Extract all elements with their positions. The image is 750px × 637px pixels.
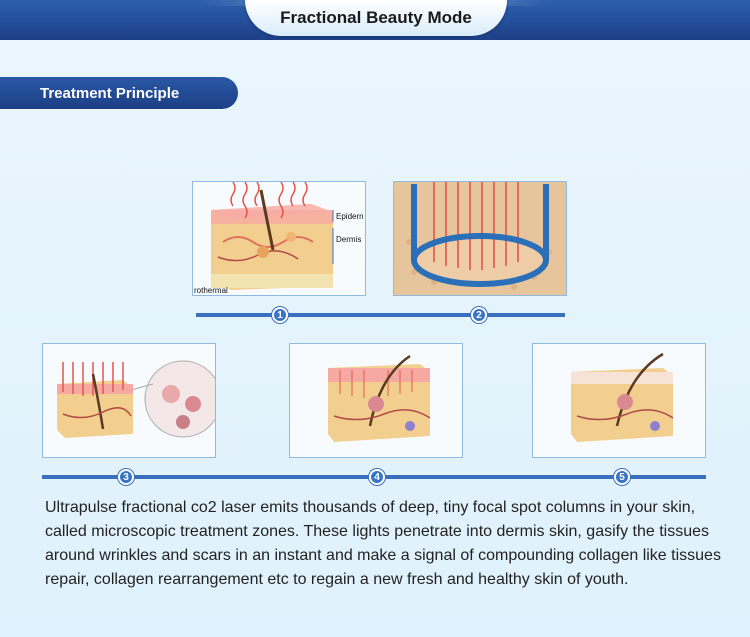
section-tab: Treatment Principle <box>0 77 238 109</box>
label-epidermis: Epidern <box>336 212 364 221</box>
diagram-panel-2 <box>393 181 567 296</box>
skin-diagram-4 <box>290 344 462 457</box>
page-title: Fractional Beauty Mode <box>280 8 472 27</box>
step-marker-2: 2 <box>471 307 487 323</box>
label-thermal: rothermal <box>194 286 228 295</box>
step-marker-3: 3 <box>118 469 134 485</box>
diagram-panel-1: Epidern Dermis rothermal <box>192 181 366 296</box>
skin-diagram-3 <box>43 344 215 457</box>
diagram-panel-4 <box>289 343 463 458</box>
step-marker-1: 1 <box>272 307 288 323</box>
skin-diagram-5 <box>533 344 705 457</box>
section-title: Treatment Principle <box>40 84 180 102</box>
step-marker-5: 5 <box>614 469 630 485</box>
header-bar: Fractional Beauty Mode <box>0 0 750 40</box>
diagram-panel-3 <box>42 343 216 458</box>
laser-handpiece-diagram <box>394 182 566 295</box>
diagram-panel-5 <box>532 343 706 458</box>
skin-diagram-1: Epidern Dermis rothermal <box>193 182 365 295</box>
label-dermis: Dermis <box>336 235 361 244</box>
title-tab: Fractional Beauty Mode <box>245 0 507 36</box>
description-text: Ultrapulse fractional co2 laser emits th… <box>45 499 721 588</box>
step-track-top <box>196 313 565 317</box>
step-marker-4: 4 <box>369 469 385 485</box>
